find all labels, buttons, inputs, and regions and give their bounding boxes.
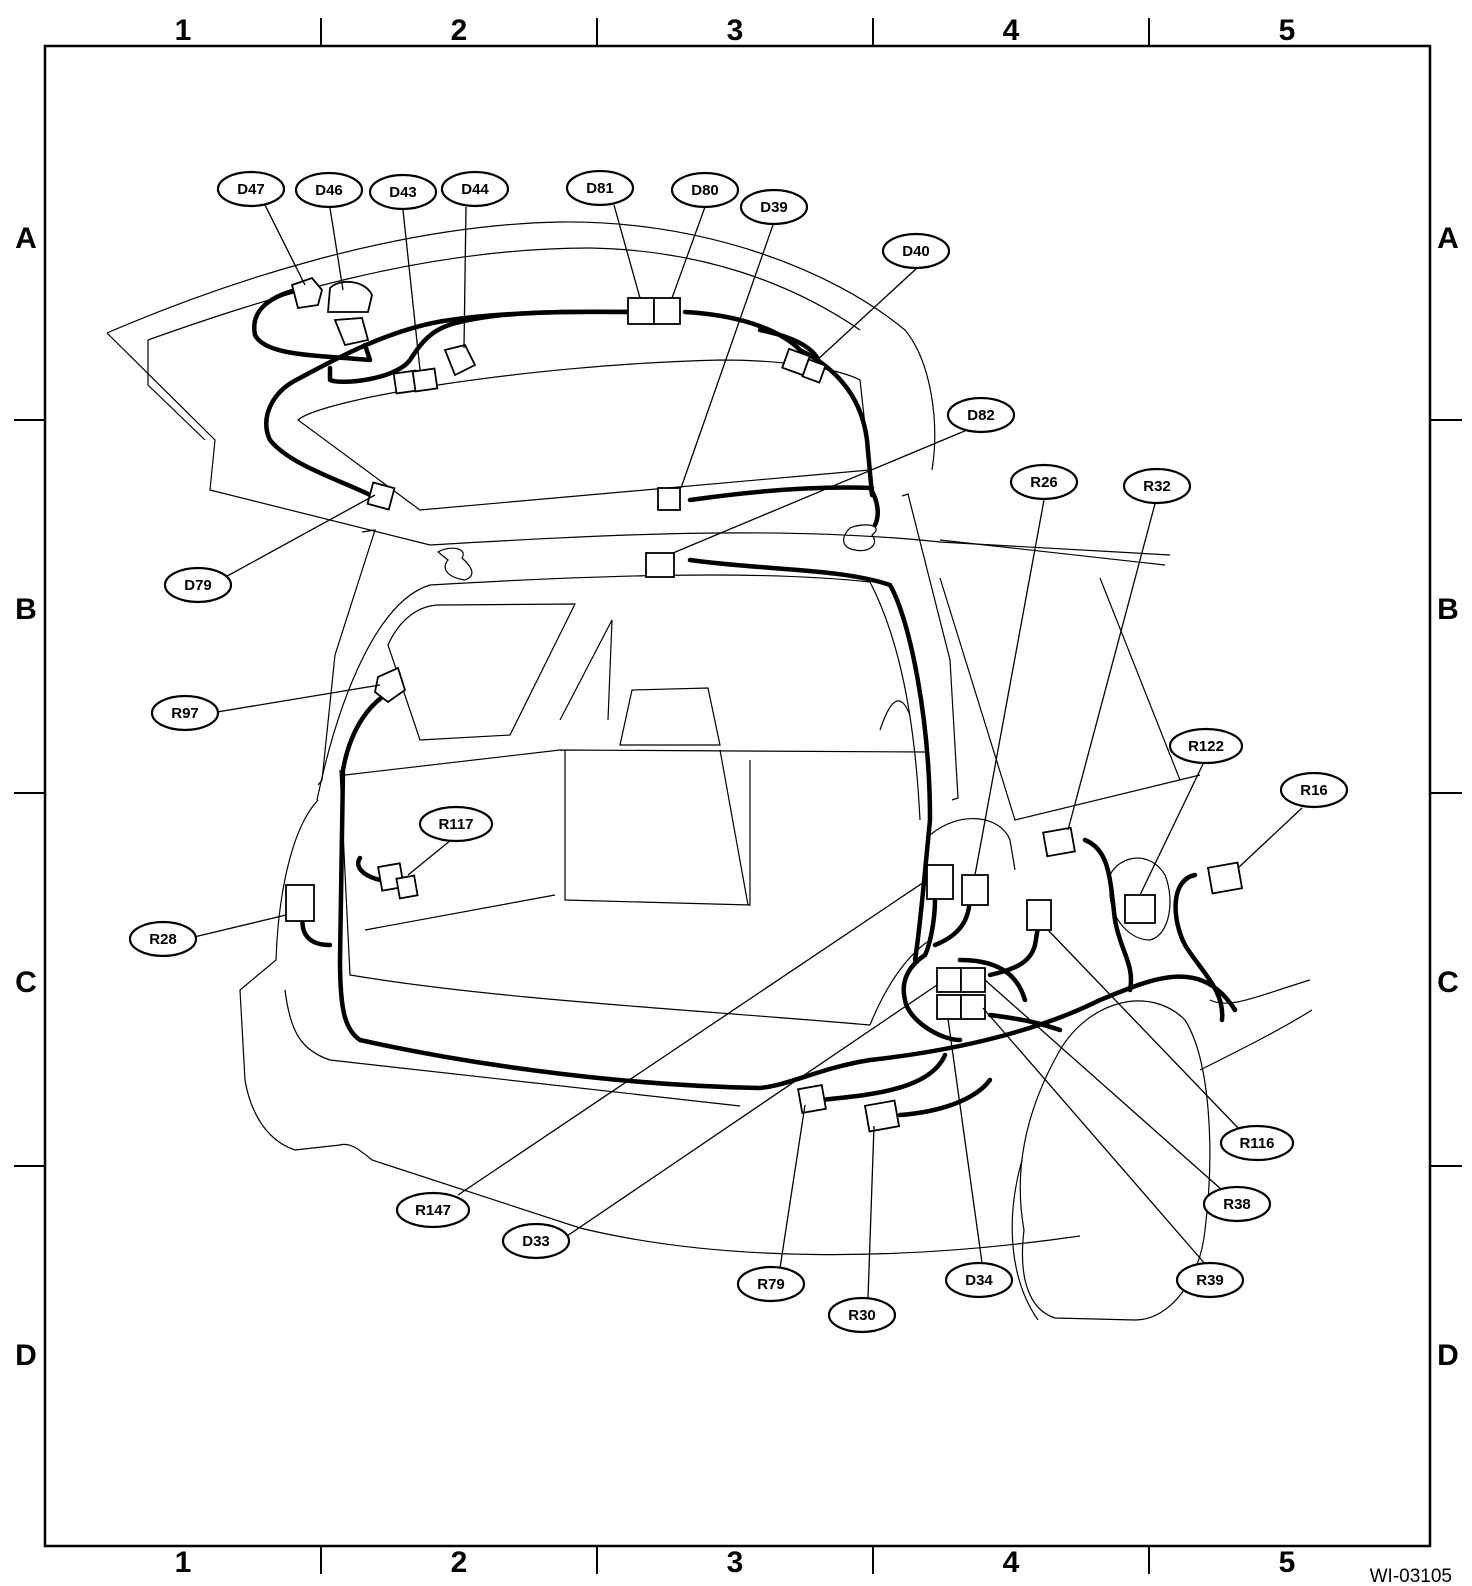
callout-leaders (189, 204, 1303, 1299)
callout-label-D46: D46 (315, 182, 343, 199)
diagram-frame (43, 44, 1432, 1548)
callout-label-D47: D47 (237, 181, 265, 198)
callout-D80: D80 (670, 171, 740, 209)
callout-label-R122: R122 (1188, 738, 1224, 755)
column-label-top-3: 3 (727, 14, 744, 47)
callout-R79: R79 (736, 1265, 806, 1303)
callout-D81: D81 (565, 169, 635, 207)
document-id: WI-03105 (1370, 1566, 1452, 1586)
row-label-left-c: C (15, 966, 37, 999)
column-label-top-1: 1 (175, 14, 192, 47)
callout-label-R97: R97 (171, 705, 199, 722)
callout-R28: R28 (128, 920, 198, 958)
callout-R39: R39 (1175, 1261, 1245, 1299)
callout-label-R28: R28 (149, 931, 177, 948)
callout-label-R39: R39 (1196, 1272, 1224, 1289)
connector-bodies (285, 276, 1244, 1133)
grid-ticks (14, 18, 1462, 1574)
column-label-top-4: 4 (1003, 14, 1020, 47)
callout-label-D40: D40 (902, 243, 930, 260)
callout-R122: R122 (1168, 727, 1244, 765)
callout-R116: R116 (1219, 1124, 1295, 1162)
callout-label-D43: D43 (389, 184, 417, 201)
row-label-right-c: C (1437, 966, 1459, 999)
callout-R97: R97 (150, 694, 220, 732)
callout-label-R117: R117 (438, 816, 473, 833)
callout-label-R116: R116 (1239, 1135, 1274, 1152)
callout-D82: D82 (946, 396, 1016, 434)
harness-routes (252, 285, 1238, 1118)
row-label-right-b: B (1437, 593, 1459, 626)
callout-D34: D34 (944, 1261, 1014, 1299)
row-label-left-b: B (15, 593, 37, 626)
column-label-bottom-4: 4 (1003, 1546, 1020, 1579)
column-label-bottom-2: 2 (451, 1546, 468, 1579)
callout-D46: D46 (294, 171, 364, 209)
row-label-left-d: D (15, 1339, 37, 1372)
callout-D33: D33 (501, 1222, 571, 1260)
callout-label-D82: D82 (967, 407, 995, 424)
callout-D39: D39 (739, 188, 809, 226)
column-label-top-2: 2 (451, 14, 468, 47)
callout-R117: R117 (418, 805, 494, 843)
callout-label-D39: D39 (760, 199, 788, 216)
callout-D47: D47 (216, 170, 286, 208)
column-label-bottom-1: 1 (175, 1546, 192, 1579)
row-label-right-a: A (1437, 222, 1459, 255)
callout-label-D34: D34 (965, 1272, 993, 1289)
callout-R32: R32 (1122, 467, 1192, 505)
column-label-bottom-5: 5 (1279, 1546, 1296, 1579)
row-label-right-d: D (1437, 1339, 1459, 1372)
callout-D44: D44 (440, 170, 510, 208)
callout-label-D79: D79 (184, 577, 212, 594)
callout-label-R79: R79 (757, 1276, 785, 1293)
callout-R26: R26 (1009, 463, 1079, 501)
callout-R30: R30 (827, 1296, 897, 1334)
vehicle-outline (106, 221, 1313, 1321)
callout-label-R147: R147 (415, 1202, 451, 1219)
callout-label-R30: R30 (848, 1307, 876, 1324)
callout-label-R26: R26 (1030, 474, 1058, 491)
callout-label-R38: R38 (1223, 1196, 1251, 1213)
callout-label-R16: R16 (1300, 782, 1328, 799)
row-label-left-a: A (15, 222, 37, 255)
callout-D79: D79 (163, 566, 233, 604)
callout-R16: R16 (1279, 771, 1349, 809)
callout-label-D44: D44 (461, 181, 489, 198)
column-label-bottom-3: 3 (727, 1546, 744, 1579)
callout-R147: R147 (395, 1191, 471, 1229)
callout-label-D33: D33 (522, 1233, 550, 1250)
callout-D40: D40 (881, 232, 951, 270)
callout-label-R32: R32 (1143, 478, 1171, 495)
column-label-top-5: 5 (1279, 14, 1296, 47)
callout-label-D80: D80 (691, 182, 719, 199)
callout-R38: R38 (1202, 1185, 1272, 1223)
callout-D43: D43 (368, 173, 438, 211)
callout-label-D81: D81 (586, 180, 614, 197)
